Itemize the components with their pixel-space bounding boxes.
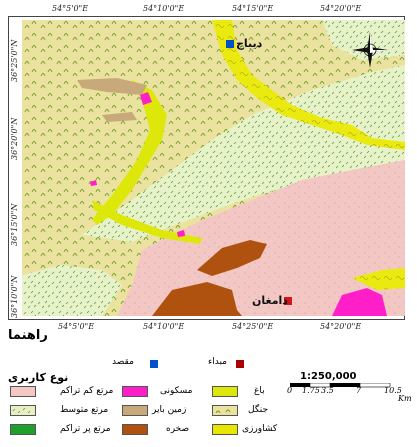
legend-swatch-garden (212, 386, 238, 397)
left-tick-1: 36°25'0"N (10, 39, 19, 82)
destination-marker (226, 40, 234, 48)
legend-label-agriculture: کشاورزی (242, 424, 278, 434)
bottom-tick-2: 54°10'0"E (143, 322, 185, 331)
land-use-map (22, 20, 405, 316)
origin-marker (284, 297, 292, 305)
left-tick-3: 36°15'0"N (10, 203, 19, 246)
top-tick-2: 54°10'0"E (143, 4, 185, 13)
rock-area-2 (197, 240, 267, 276)
place-label-damghan: دامغان (252, 294, 288, 307)
origin-legend-label: مبداء (208, 357, 227, 367)
agriculture-strip (212, 20, 405, 150)
garden-strip-west (92, 80, 167, 225)
barren-area-2 (102, 112, 137, 122)
legend-label-residential: مسکونی (160, 386, 193, 396)
scale-tick-2: 3.5 (321, 386, 334, 395)
medium-rangeland-sw (22, 265, 122, 316)
left-tick-4: 36°10'0"N (10, 275, 19, 318)
sparse-rangeland-area (117, 160, 405, 316)
agri-east (352, 268, 405, 290)
scale-tick-0: 0 (287, 386, 293, 395)
residential-2 (177, 230, 185, 237)
legend-label-dense: مرتع پر تراکم (60, 424, 111, 434)
scale-bar (290, 383, 391, 388)
scale-tick-1: 1.75 (302, 386, 320, 395)
legend-swatch-dense (10, 424, 36, 435)
legend-label-medium: مرتع متوسط (60, 405, 109, 415)
north-arrow-icon (352, 32, 388, 68)
left-tick-2: 36°20'0"N (10, 117, 19, 160)
medium-rangeland-area (82, 65, 405, 242)
scale-ratio: 1:250,000 (300, 371, 357, 382)
legend-label-forest: جنگل (248, 405, 269, 415)
top-tick-3: 54°15'0"E (232, 4, 274, 13)
scale-tick-3: 7 (356, 386, 362, 395)
top-tick-4: 54°20'0"E (320, 4, 362, 13)
legend-swatch-barren (122, 405, 148, 416)
legend-label-barren: زمین بایر (152, 405, 187, 415)
destination-legend-marker (150, 360, 158, 368)
legend-swatch-forest (212, 405, 238, 416)
barren-area (77, 78, 147, 95)
bottom-tick-4: 54°20'0"E (320, 322, 362, 331)
residential-damghan (332, 288, 387, 316)
land-use-title: نوع کاربری (8, 371, 69, 384)
legend-title: راهنما (8, 328, 48, 343)
residential-3 (90, 180, 97, 186)
rock-area (152, 282, 242, 316)
legend-swatch-medium (10, 405, 36, 416)
scale-unit: Km (398, 394, 412, 403)
top-tick-1: 54°5'0"E (52, 4, 89, 13)
bottom-tick-1: 54°5'0"E (58, 322, 95, 331)
origin-legend-marker (236, 360, 244, 368)
residential-1 (140, 92, 152, 105)
place-label-diabaj: دیباج (236, 37, 263, 50)
bottom-tick-3: 54°25'0"E (232, 322, 274, 331)
legend-label-sparse: مرتع کم تراکم (60, 386, 114, 396)
legend-swatch-sparse (10, 386, 36, 397)
legend-swatch-rock (122, 424, 148, 435)
destination-legend-label: مقصد (112, 357, 134, 367)
scale-tick-4: 10.5 (384, 386, 402, 395)
legend-label-garden: باغ (254, 386, 265, 396)
legend-label-rock: صخره (166, 424, 190, 434)
garden-strip-sw (92, 200, 202, 244)
legend-swatch-agriculture (212, 424, 238, 435)
legend-swatch-residential (122, 386, 148, 397)
